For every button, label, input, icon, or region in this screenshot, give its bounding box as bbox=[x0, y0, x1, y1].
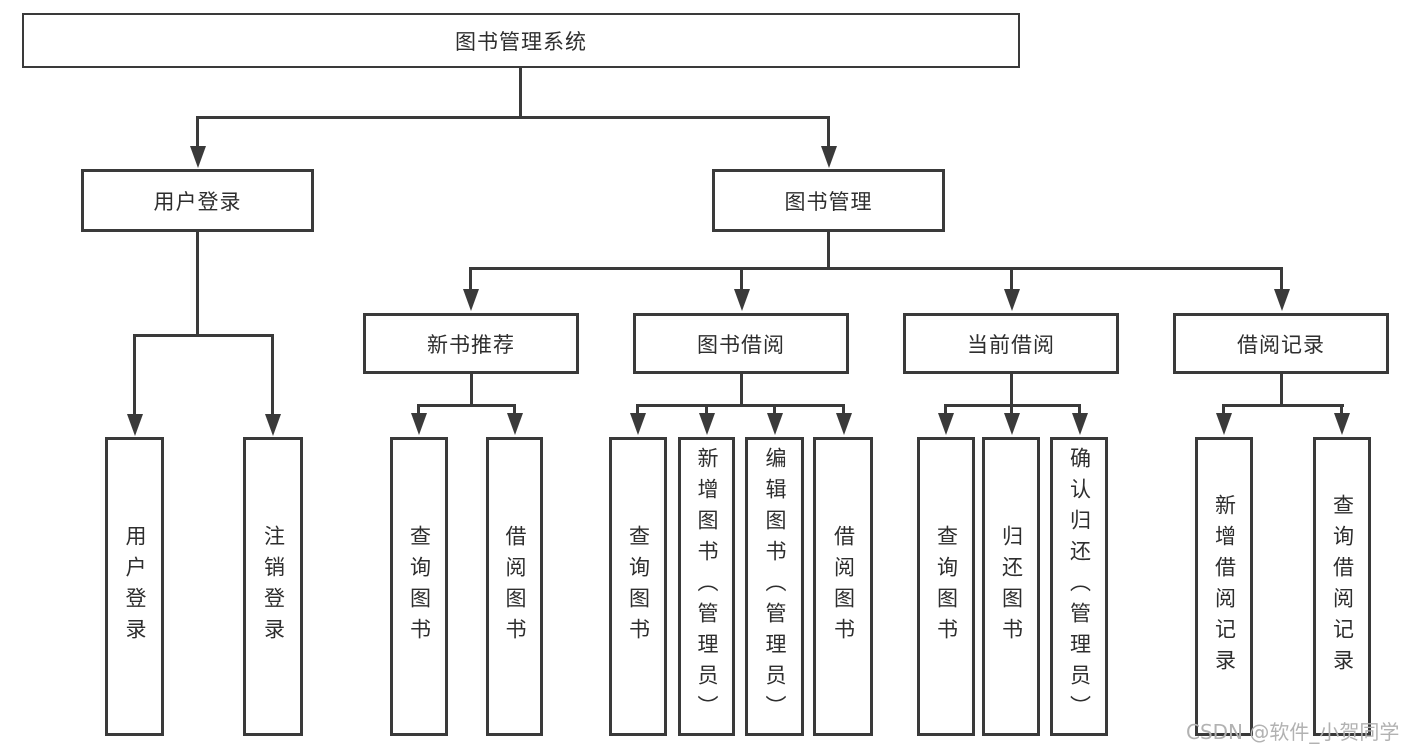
leaf-borrow-books-1: 借阅图书 bbox=[486, 437, 543, 736]
connector-line bbox=[271, 334, 274, 415]
connector-line bbox=[1010, 404, 1013, 415]
leaf-confirm-return-admin: 确认归还（管理员） bbox=[1050, 437, 1108, 736]
leaf-label: 查询图书 bbox=[626, 524, 651, 649]
leaf-label: 注销登录 bbox=[261, 524, 286, 649]
connector-line bbox=[705, 404, 708, 415]
arrow-down-icon bbox=[821, 146, 837, 168]
leaf-query-books-3: 查询图书 bbox=[917, 437, 975, 736]
leaf-add-books-admin: 新增图书（管理员） bbox=[678, 437, 735, 736]
node-label: 当前借阅 bbox=[967, 332, 1055, 357]
arrow-down-icon bbox=[507, 413, 523, 435]
connector-line bbox=[469, 267, 472, 291]
leaf-label: 确认归还（管理员） bbox=[1067, 447, 1092, 726]
leaf-label: 查询图书 bbox=[407, 524, 432, 649]
connector-line bbox=[1222, 404, 1344, 407]
arrow-down-icon bbox=[767, 413, 783, 435]
arrow-down-icon bbox=[1072, 413, 1088, 435]
connector-line bbox=[842, 404, 845, 415]
node-label: 借阅记录 bbox=[1237, 332, 1325, 357]
node-new-book-recommend: 新书推荐 bbox=[363, 313, 579, 374]
arrow-down-icon bbox=[699, 413, 715, 435]
connector-line bbox=[1280, 267, 1283, 291]
connector-line bbox=[469, 267, 1283, 270]
connector-line bbox=[740, 373, 743, 406]
connector-line bbox=[1010, 373, 1013, 406]
arrow-down-icon bbox=[411, 413, 427, 435]
arrow-down-icon bbox=[1004, 413, 1020, 435]
leaf-borrow-books-2: 借阅图书 bbox=[813, 437, 873, 736]
connector-line bbox=[1010, 267, 1013, 291]
leaf-label: 新增图书（管理员） bbox=[695, 447, 719, 726]
connector-line bbox=[196, 116, 830, 119]
arrow-down-icon bbox=[265, 414, 281, 436]
leaf-return-books: 归还图书 bbox=[982, 437, 1040, 736]
leaf-label: 编辑图书（管理员） bbox=[763, 447, 787, 726]
connector-line bbox=[513, 404, 516, 415]
arrow-down-icon bbox=[938, 413, 954, 435]
leaf-label: 借阅图书 bbox=[831, 524, 856, 649]
csdn-watermark: CSDN @软件_小贺同学 bbox=[1186, 720, 1400, 744]
connector-line bbox=[1222, 404, 1225, 415]
node-label: 图书管理系统 bbox=[455, 29, 587, 54]
leaf-query-books-2: 查询图书 bbox=[609, 437, 667, 736]
leaf-label: 归还图书 bbox=[999, 524, 1024, 649]
arrow-down-icon bbox=[1216, 413, 1232, 435]
leaf-label: 新增借阅记录 bbox=[1212, 493, 1237, 680]
arrow-down-icon bbox=[836, 413, 852, 435]
connector-line bbox=[827, 116, 830, 148]
node-book-management: 图书管理 bbox=[712, 169, 945, 232]
arrow-down-icon bbox=[127, 414, 143, 436]
node-current-borrowing: 当前借阅 bbox=[903, 313, 1119, 374]
leaf-label: 用户登录 bbox=[123, 524, 147, 649]
connector-line bbox=[417, 404, 420, 415]
node-label: 图书管理 bbox=[784, 189, 873, 214]
node-root-library-system: 图书管理系统 bbox=[22, 13, 1020, 68]
connector-line bbox=[636, 404, 845, 407]
connector-line bbox=[1280, 373, 1283, 406]
leaf-edit-books-admin: 编辑图书（管理员） bbox=[745, 437, 804, 736]
node-book-borrowing: 图书借阅 bbox=[633, 313, 849, 374]
connector-line bbox=[1078, 404, 1081, 415]
connector-line bbox=[740, 267, 743, 291]
connector-line bbox=[773, 404, 776, 415]
arrow-down-icon bbox=[1334, 413, 1350, 435]
leaf-logout: 注销登录 bbox=[243, 437, 303, 736]
arrow-down-icon bbox=[630, 413, 646, 435]
arrow-down-icon bbox=[190, 146, 206, 168]
connector-line bbox=[133, 334, 136, 415]
connector-line bbox=[196, 232, 199, 337]
connector-line bbox=[1340, 404, 1343, 415]
leaf-user-login: 用户登录 bbox=[105, 437, 164, 736]
node-label: 图书借阅 bbox=[697, 332, 785, 357]
leaf-label: 查询图书 bbox=[934, 524, 959, 649]
connector-line bbox=[636, 404, 639, 415]
node-borrowing-records: 借阅记录 bbox=[1173, 313, 1389, 374]
connector-line bbox=[470, 373, 473, 406]
leaf-query-books-1: 查询图书 bbox=[390, 437, 448, 736]
leaf-add-borrow-record: 新增借阅记录 bbox=[1195, 437, 1253, 736]
connector-line bbox=[827, 232, 830, 270]
arrow-down-icon bbox=[734, 289, 750, 311]
connector-line bbox=[519, 67, 522, 118]
leaf-query-borrow-record: 查询借阅记录 bbox=[1313, 437, 1371, 736]
connector-line bbox=[196, 116, 199, 148]
connector-line bbox=[944, 404, 947, 415]
connector-line bbox=[133, 334, 274, 337]
node-label: 新书推荐 bbox=[427, 332, 515, 357]
arrow-down-icon bbox=[463, 289, 479, 311]
leaf-label: 借阅图书 bbox=[503, 524, 527, 649]
leaf-label: 查询借阅记录 bbox=[1330, 493, 1355, 680]
node-user-login: 用户登录 bbox=[81, 169, 314, 232]
connector-line bbox=[417, 404, 516, 407]
arrow-down-icon bbox=[1274, 289, 1290, 311]
node-label: 用户登录 bbox=[153, 189, 242, 214]
arrow-down-icon bbox=[1004, 289, 1020, 311]
